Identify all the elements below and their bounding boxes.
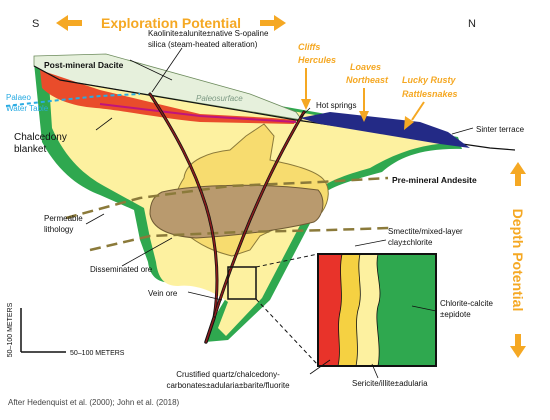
inset-boundary-1 xyxy=(337,253,343,367)
deposit-arrows xyxy=(301,68,425,130)
scale-vertical-label: 50–100 METERS xyxy=(7,302,14,357)
inset-frame xyxy=(317,253,437,367)
deposit-lucky-rusty: Lucky Rusty xyxy=(402,75,457,85)
label-hot-springs: Hot springs xyxy=(316,101,356,110)
inset-quartz-band xyxy=(318,254,342,366)
label-smectite-line1: Smectite/mixed-layer xyxy=(388,227,463,236)
deposit-rattlesnakes: Rattlesnakes xyxy=(402,89,458,99)
label-pre-mineral-andesite: Pre-mineral Andesite xyxy=(392,175,477,185)
scale-horizontal-label: 50–100 METERS xyxy=(70,350,125,357)
right-arrow-icon xyxy=(260,15,286,31)
ground-surface-line xyxy=(33,65,516,151)
zoom-box xyxy=(227,266,257,300)
label-chalcedony-line2: blanket xyxy=(14,144,46,155)
andesite-contact-lower xyxy=(89,226,391,252)
deposit-hercules: Hercules xyxy=(298,55,336,65)
label-kaolinite-line1: Kaolinite±alunite±native S-opaline xyxy=(148,29,269,38)
label-crustified-line1: Crustified quartz/chalcedony- xyxy=(176,370,280,379)
andesite-contact-upper xyxy=(65,176,389,220)
direction-north: N xyxy=(468,18,476,30)
deposit-northeast: Northeast xyxy=(346,75,389,85)
inset-boundary-2 xyxy=(355,253,361,367)
inset-leaders xyxy=(309,359,379,379)
label-vein-ore: Vein ore xyxy=(148,289,178,298)
label-chlorite-line2: ±epidote xyxy=(440,310,471,319)
scale-bar: 50–100 METERS 50–100 METERS xyxy=(7,302,125,357)
vein-system xyxy=(148,92,306,344)
deposit-labels: Cliffs Hercules Loaves Northeast Lucky R… xyxy=(298,42,458,99)
label-disseminated-ore: Disseminated ore xyxy=(90,265,153,274)
left-arrow-icon xyxy=(56,15,82,31)
label-palaeo-line2: Water Table xyxy=(6,104,49,113)
deposit-loaves: Loaves xyxy=(350,62,381,72)
zoom-connector-top xyxy=(255,253,319,268)
citation: After Hedenquist et al. (2000); John et … xyxy=(8,398,180,407)
label-sericite: Sericite/illite±adularia xyxy=(352,379,428,388)
label-permeable-line1: Permeable xyxy=(44,214,83,223)
deposit-cliffs: Cliffs xyxy=(298,42,320,52)
exploration-potential-title: Exploration Potential xyxy=(101,15,241,31)
vein-right xyxy=(213,111,305,319)
sinter-terrace xyxy=(300,112,470,148)
label-chlorite-line1: Chlorite-calcite xyxy=(440,299,493,308)
label-paleosurface: Paleosurface xyxy=(196,94,243,103)
inset-boundary-3 xyxy=(376,253,381,367)
label-sinter-terrace: Sinter terrace xyxy=(476,125,525,134)
vein-left xyxy=(149,93,218,319)
label-palaeo-line1: Palaeo xyxy=(6,93,31,102)
label-crustified-line2: carbonates±adularia±barite/fluorite xyxy=(166,381,290,390)
up-arrow-icon xyxy=(510,162,526,186)
label-permeable-line2: lithology xyxy=(44,225,73,234)
label-post-mineral-dacite: Post-mineral Dacite xyxy=(44,60,124,70)
palaeo-water-table xyxy=(5,93,141,107)
label-kaolinite-line2: silica (steam-heated alteration) xyxy=(148,40,258,49)
disseminated-ore-body xyxy=(149,184,324,239)
vein-zonation-inset xyxy=(317,253,437,367)
exploration-potential-header: Exploration Potential S N xyxy=(32,15,476,31)
label-smectite-line2: clay±chlorite xyxy=(388,238,433,247)
diagram-labels: Post-mineral Dacite Kaolinite±alunite±na… xyxy=(6,29,525,390)
depth-potential-indicator: Depth Potential xyxy=(510,162,526,358)
leader-lines xyxy=(85,47,474,312)
down-arrow-icon xyxy=(510,334,526,358)
direction-south: S xyxy=(32,18,39,30)
paleosurface-line xyxy=(99,103,297,123)
label-chalcedony-line1: Chalcedony xyxy=(14,132,67,143)
vein-root-inner xyxy=(205,317,215,343)
depth-potential-title: Depth Potential xyxy=(510,209,526,312)
zoom-connector-bottom xyxy=(255,298,319,366)
